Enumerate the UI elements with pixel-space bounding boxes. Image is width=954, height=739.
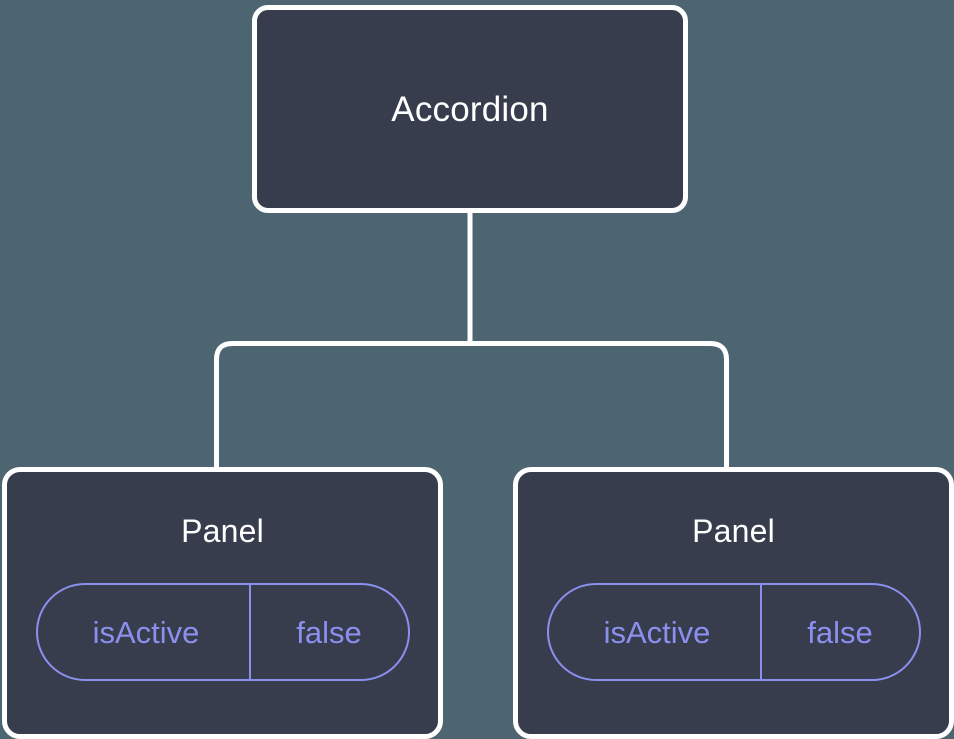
prop-key: isActive [38, 585, 251, 679]
tree-node-accordion[interactable]: Accordion [252, 5, 688, 213]
prop-value: false [807, 614, 873, 650]
tree-node-panel-1[interactable]: Panel isActive false [2, 467, 443, 739]
node-label: Panel [181, 513, 264, 549]
prop-pill[interactable]: isActive false [35, 583, 410, 681]
edge-split-bar [214, 341, 729, 470]
tree-node-panel-2[interactable]: Panel isActive false [513, 467, 954, 739]
prop-pill[interactable]: isActive false [546, 583, 921, 681]
prop-key: isActive [549, 585, 762, 679]
node-label: Panel [692, 513, 775, 549]
node-label: Accordion [391, 89, 549, 129]
prop-value: false [296, 614, 362, 650]
